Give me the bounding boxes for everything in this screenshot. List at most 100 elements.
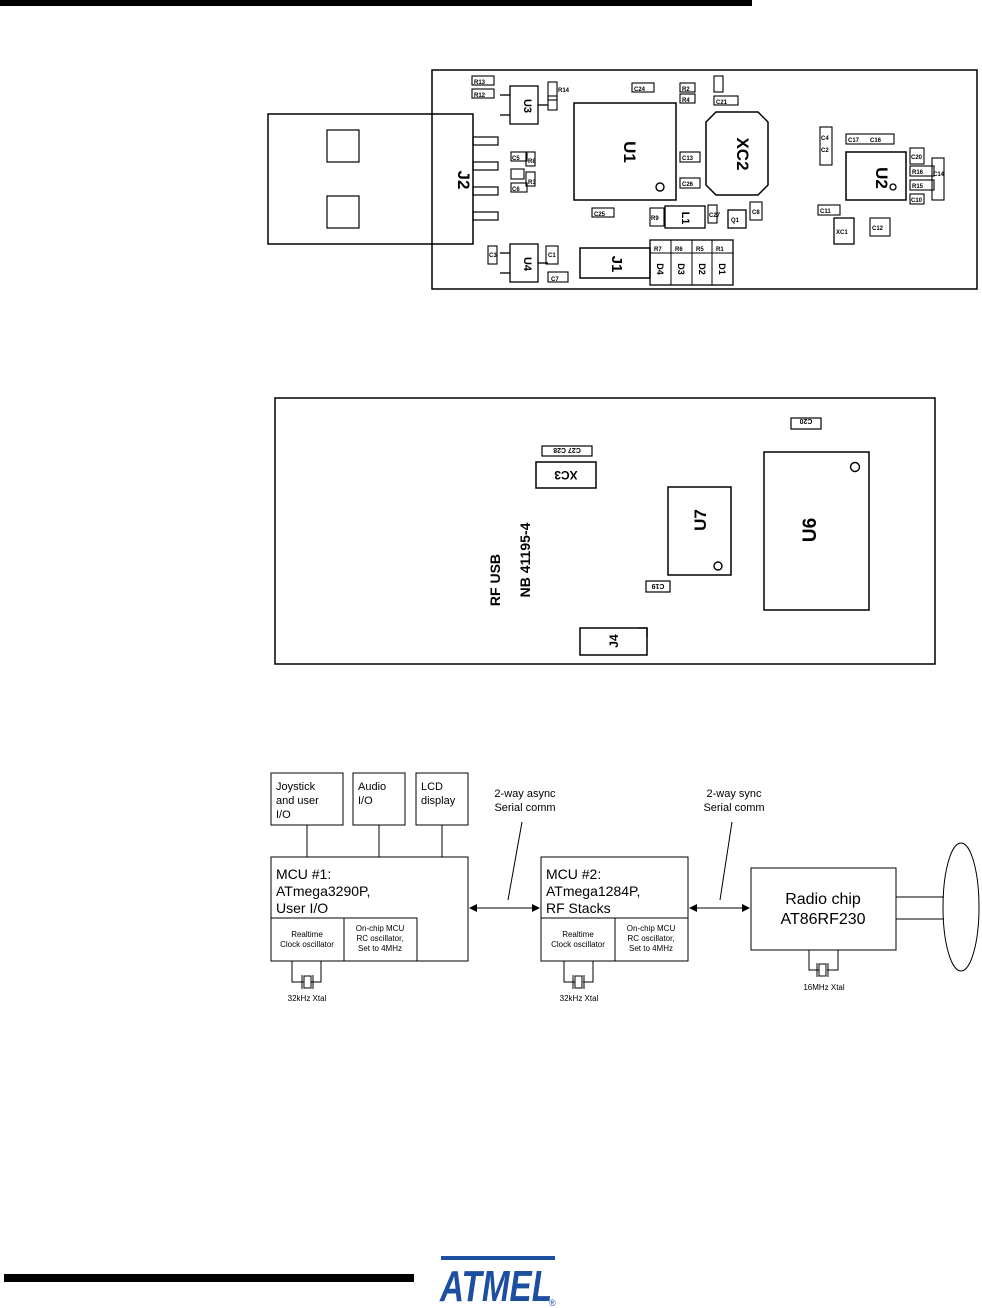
- pcb-bottom-labels: U6 U7 XC3 J4 C19 C27 C28 C20 RF USB NB 4…: [487, 417, 821, 648]
- atmel-logo: ATMEL ®: [439, 1256, 556, 1308]
- label-l1: L1: [679, 212, 691, 225]
- l1-inductor: [664, 205, 706, 229]
- ref-r14: R14: [558, 88, 570, 94]
- radio-chip-block: [750, 867, 897, 951]
- async-label-line-1: 2-way async: [494, 788, 556, 800]
- led-labels: R7 R6 R5 R1 D4 D3 D2 D1: [654, 247, 727, 275]
- u7-chip: [667, 486, 732, 576]
- u2-pin1-dot: [889, 183, 897, 191]
- footer-rule: [4, 1274, 414, 1282]
- lcd-line-2: display: [421, 795, 456, 807]
- ref-c21: C21: [716, 100, 728, 106]
- header-rule: [0, 0, 752, 6]
- xc3-crystal: [535, 461, 597, 489]
- mcu2-onchip-line-1: On-chip MCU: [627, 924, 676, 933]
- ref-c8: C8: [752, 210, 760, 216]
- ref-c10: C10: [911, 198, 923, 204]
- block-diagram: [270, 772, 980, 989]
- ref-c3: C3: [489, 253, 497, 259]
- label-j1: J1: [608, 256, 625, 273]
- xtal-16m-label: 16MHz Xtal: [803, 983, 845, 992]
- ref-r4: R4: [682, 98, 690, 104]
- label-u1: U1: [620, 141, 639, 163]
- u1-chip: [573, 102, 677, 201]
- xtal-32k-2-icon: [574, 975, 583, 989]
- c27-c28-caps: [541, 445, 593, 457]
- ref-c11: C11: [820, 209, 831, 215]
- ref-c4: C4: [821, 136, 829, 142]
- mcu2-line-3: RF Stacks: [546, 900, 611, 916]
- ref-c16: C16: [870, 138, 882, 144]
- ref-c2: C2: [821, 148, 829, 154]
- xtal-32k-1-icon: [303, 975, 312, 989]
- ref-r3: R3: [528, 180, 536, 186]
- ref-r16: R16: [912, 170, 924, 176]
- ref-c5: C5: [512, 156, 520, 162]
- ref-c7: C7: [551, 277, 559, 283]
- led-ref-r5: R5: [696, 247, 704, 253]
- label-c20: C20: [799, 417, 812, 424]
- label-c19: C19: [651, 582, 664, 589]
- xc2-crystal: [705, 111, 769, 196]
- mcu1-line-3: User I/O: [276, 900, 328, 916]
- led-ref-r1: R1: [716, 247, 724, 253]
- led-d1: D1: [717, 263, 727, 275]
- joystick-line-3: I/O: [276, 809, 291, 821]
- ref-c1: C1: [548, 253, 556, 259]
- mcu1-realtime-line-1: Realtime: [291, 930, 323, 939]
- mcu2-realtime-line-2: Clock oscillator: [551, 940, 605, 949]
- radio-line-2: AT86RF230: [780, 911, 865, 928]
- usb-pin-1: [472, 136, 499, 146]
- usb-pin-2: [472, 161, 499, 171]
- led-d4: D4: [655, 263, 665, 275]
- u2-chip: [845, 151, 907, 201]
- usb-pin-3: [472, 186, 499, 196]
- joystick-line-2: and user: [276, 795, 319, 807]
- atmel-logo-text: ATMEL: [439, 1262, 552, 1308]
- mcu1-onchip-line-2: RC oscillator,: [356, 934, 403, 943]
- led-ref-r7: R7: [654, 247, 662, 253]
- mcu2-onchip-line-3: Set to 4MHz: [629, 944, 673, 953]
- led-d2: D2: [697, 263, 707, 275]
- block-diagram-text: Joystick and user I/O Audio I/O LCD disp…: [276, 781, 866, 1003]
- ref-c13: C13: [682, 156, 694, 162]
- ref-c26: C26: [682, 182, 694, 188]
- xtal-32k-2-label: 32kHz Xtal: [560, 994, 599, 1003]
- ref-r9: R9: [651, 216, 659, 222]
- pcb-top-main-labels: J2 U1 XC2 U2 U3 U4 J1 L1: [454, 99, 891, 272]
- label-j4: J4: [607, 634, 621, 648]
- audio-line-1: Audio: [358, 781, 386, 793]
- label-u3: U3: [521, 99, 533, 113]
- u6-pin1-dot: [849, 461, 861, 473]
- xtal-32k-1-label: 32kHz Xtal: [288, 994, 327, 1003]
- mcu2-onchip-osc: [614, 917, 689, 962]
- pcb-top-small-refs: R13 R12 R14 C24 R2 R4 C21 C5 R8 R3 C6 C1…: [474, 80, 945, 283]
- j4-connector: [579, 627, 648, 656]
- usb-pad-1: [326, 129, 360, 163]
- mcu1-line-2: ATmega3290P,: [276, 883, 370, 899]
- mcu2-line-1: MCU #2:: [546, 866, 601, 882]
- mcu1-onchip-line-3: Set to 4MHz: [358, 944, 402, 953]
- pcb-bottom-board-outline: [274, 397, 936, 665]
- ref-c14: C14: [933, 172, 945, 178]
- usb-connector-outline: [267, 113, 474, 245]
- radio-line-1: Radio chip: [785, 891, 861, 908]
- led-ref-r6: R6: [675, 247, 683, 253]
- q1-transistor: [727, 209, 747, 229]
- small-component-outlines: [471, 75, 945, 283]
- pcb-top-view: [267, 69, 978, 290]
- ref-c12: C12: [872, 226, 884, 232]
- ref-c27: C27: [709, 213, 721, 219]
- audio-line-2: I/O: [358, 795, 373, 807]
- ref-c25: C25: [594, 212, 606, 218]
- usb-pad-2: [326, 195, 360, 229]
- label-u2: U2: [872, 167, 891, 189]
- led-d3: D3: [676, 263, 686, 275]
- ref-r8: R8: [528, 159, 536, 165]
- label-xc3: XC3: [554, 468, 578, 482]
- mcu2-line-2: ATmega1284P,: [546, 883, 640, 899]
- ref-r15: R15: [912, 184, 924, 190]
- xc1-crystal: [833, 217, 855, 245]
- ref-r2: R2: [682, 87, 690, 93]
